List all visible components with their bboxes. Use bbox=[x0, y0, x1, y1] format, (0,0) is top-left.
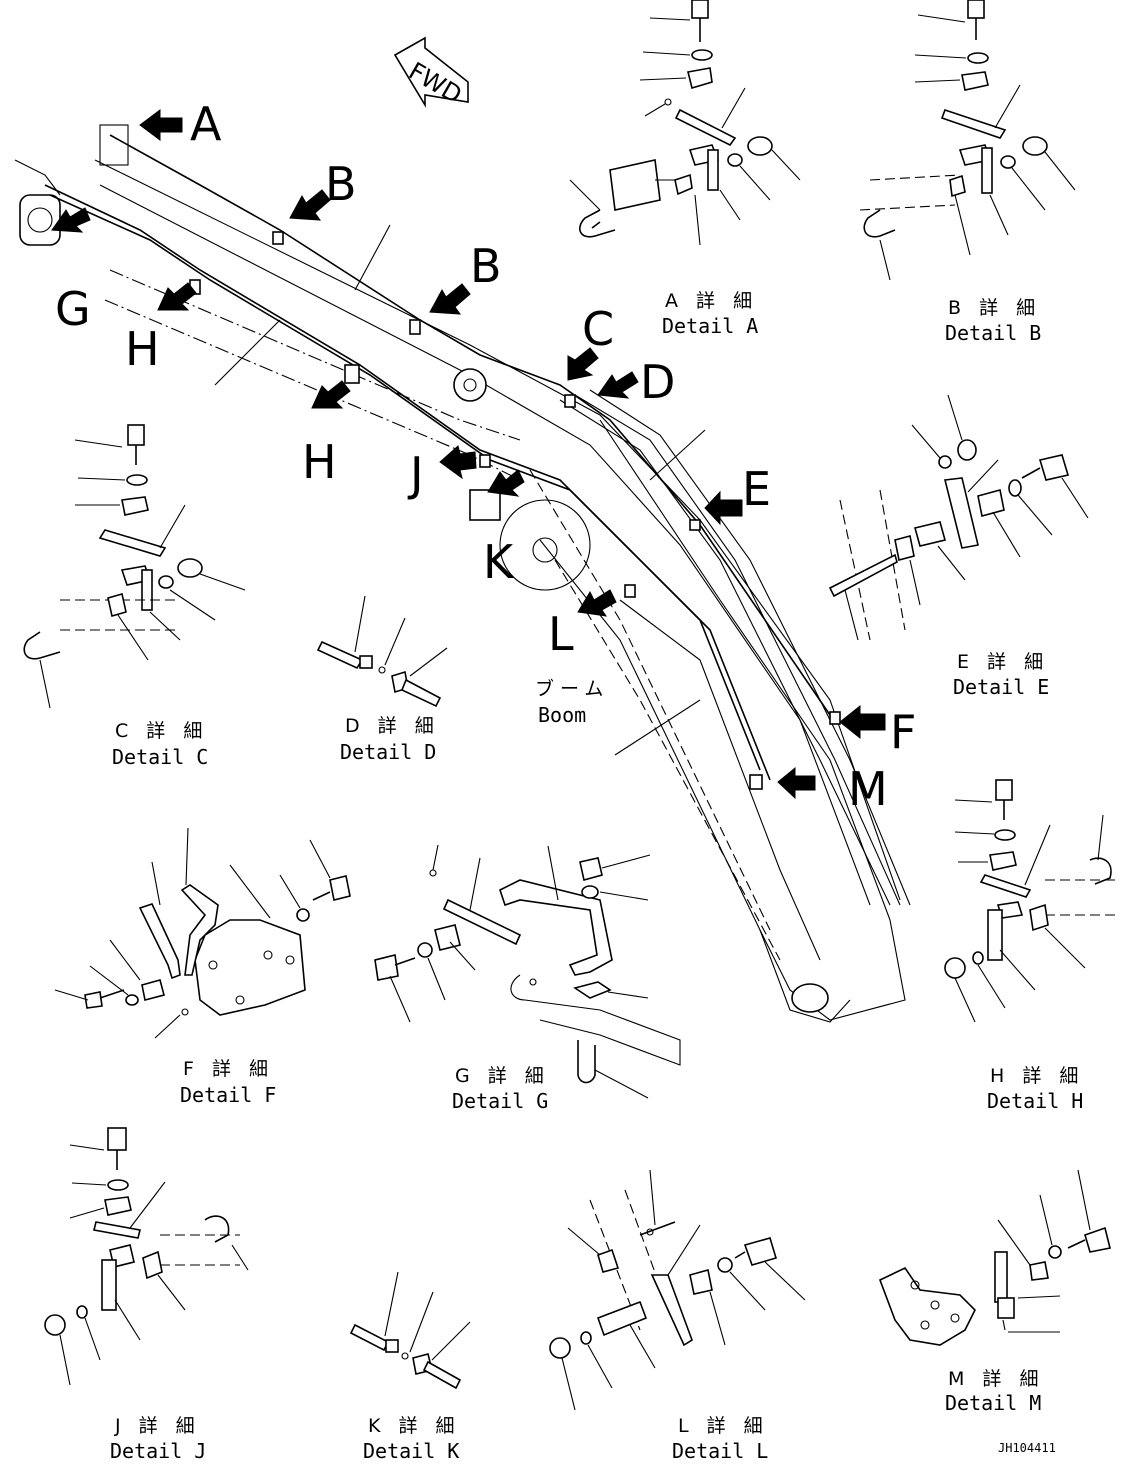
detail-g-title-jp: G 詳 細 bbox=[455, 1065, 550, 1087]
detail-g: G 詳 細 Detail G bbox=[374, 844, 681, 1113]
detail-h-title-jp: H 詳 細 bbox=[990, 1065, 1084, 1087]
detail-a-title-jp: A 詳 細 bbox=[665, 290, 758, 312]
callout-arrow-a bbox=[139, 109, 183, 141]
detail-f-title-en: Detail F bbox=[180, 1083, 276, 1107]
callout-arrow-b2 bbox=[429, 283, 471, 315]
detail-a: A 詳 細 Detail A bbox=[569, 0, 801, 338]
boom-assembly bbox=[14, 124, 911, 1023]
detail-b: B 詳 細 Detail B bbox=[859, 0, 1076, 345]
callout-arrow-l bbox=[577, 589, 617, 617]
detail-a-title-en: Detail A bbox=[662, 314, 758, 338]
detail-m-title-jp: M 詳 細 bbox=[948, 1368, 1044, 1390]
callout-label-l: L bbox=[548, 607, 574, 661]
callout-label-b1: B bbox=[325, 157, 357, 211]
detail-c: C 詳 細 Detail C bbox=[23, 424, 246, 769]
detail-k: K 詳 細 Detail K bbox=[349, 1271, 471, 1463]
callout-label-h1: H bbox=[125, 322, 160, 376]
callout-label-j: J bbox=[407, 447, 424, 501]
callout-arrow-e bbox=[704, 490, 743, 526]
detail-b-title-jp: B 詳 細 bbox=[948, 297, 1041, 319]
callout-arrow-g bbox=[51, 207, 91, 233]
boom-label-jp: ブーム bbox=[535, 677, 609, 700]
detail-c-title-jp: C 詳 細 bbox=[115, 720, 208, 742]
callout-label-c: C bbox=[582, 302, 614, 356]
detail-g-title-en: Detail G bbox=[452, 1089, 548, 1113]
callout-arrow-k bbox=[487, 469, 525, 497]
detail-e-title-en: Detail E bbox=[953, 675, 1049, 699]
fwd-arrow: FWD bbox=[393, 36, 469, 109]
detail-j-title-jp: J 詳 細 bbox=[114, 1415, 201, 1437]
callout-label-m: M bbox=[848, 762, 888, 816]
detail-l-title-en: Detail L bbox=[672, 1439, 768, 1463]
detail-l: L 詳 細 Detail L bbox=[549, 1169, 806, 1463]
detail-k-title-en: Detail K bbox=[363, 1439, 459, 1463]
callout-label-b2: B bbox=[470, 239, 502, 293]
detail-l-title-jp: L 詳 細 bbox=[678, 1415, 769, 1437]
callout-arrow-c bbox=[567, 347, 599, 381]
boom-label-en: Boom bbox=[538, 703, 586, 727]
callout-label-k: K bbox=[483, 535, 515, 589]
callout-label-f: F bbox=[890, 705, 916, 759]
callout-arrow-f bbox=[839, 704, 886, 740]
detail-d-title-en: Detail D bbox=[340, 740, 436, 764]
detail-f: F 詳 細 Detail F bbox=[54, 827, 351, 1107]
detail-e: E 詳 細 Detail E bbox=[828, 394, 1089, 699]
callout-label-g: G bbox=[55, 282, 91, 336]
callout-arrow-b1 bbox=[289, 189, 331, 221]
drawing-code: JH104411 bbox=[998, 1441, 1056, 1455]
callout-label-a: A bbox=[190, 97, 222, 151]
detail-j-title-en: Detail J bbox=[110, 1439, 206, 1463]
detail-b-title-en: Detail B bbox=[945, 321, 1041, 345]
detail-d-title-jp: D 詳 細 bbox=[345, 715, 440, 737]
callout-arrow-m bbox=[777, 766, 816, 800]
detail-m: M 詳 細 Detail M bbox=[878, 1169, 1111, 1415]
detail-f-title-jp: F 詳 細 bbox=[183, 1058, 274, 1080]
callout-arrow-d bbox=[597, 371, 639, 399]
detail-k-title-jp: K 詳 細 bbox=[368, 1415, 461, 1437]
callout-arrow-h1 bbox=[157, 282, 197, 311]
detail-e-title-jp: E 詳 細 bbox=[957, 651, 1049, 673]
callout-label-d: D bbox=[640, 355, 675, 409]
detail-d: D 詳 細 Detail D bbox=[316, 595, 448, 764]
detail-m-title-en: Detail M bbox=[945, 1391, 1041, 1415]
detail-h-title-en: Detail H bbox=[987, 1089, 1083, 1113]
callout-arrow-h2 bbox=[311, 380, 351, 409]
callout-label-h2: H bbox=[302, 435, 337, 489]
callout-label-e: E bbox=[742, 462, 771, 516]
detail-j: J 詳 細 Detail J bbox=[44, 1127, 249, 1463]
detail-h: H 詳 細 Detail H bbox=[944, 779, 1120, 1113]
callout-arrow-j bbox=[439, 445, 477, 480]
detail-c-title-en: Detail C bbox=[112, 745, 208, 769]
callout-arrows: A B B C D E F G H H J K L M bbox=[51, 97, 916, 816]
